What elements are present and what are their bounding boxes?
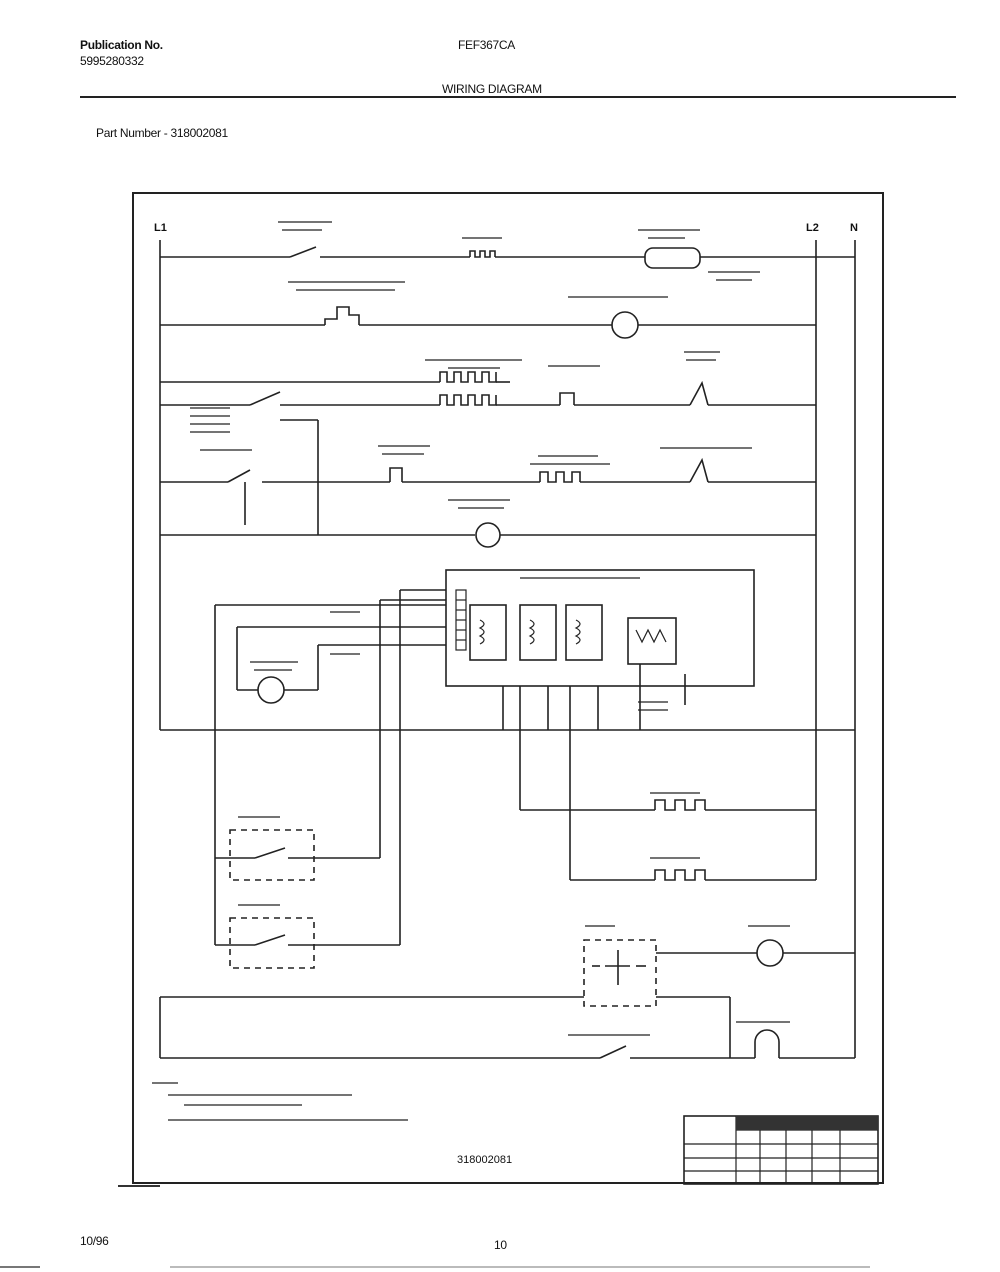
terminal-n: N: [850, 222, 858, 234]
part-number: Part Number - 318002081: [96, 126, 228, 140]
oven-lamp-circuit: [160, 1021, 855, 1059]
broil-bake-elements: [520, 792, 817, 881]
footer-page-number: 10: [494, 1238, 507, 1252]
oven-control-module: [445, 569, 755, 705]
publication-label: Publication No.: [80, 38, 163, 52]
footer-date: 10/96: [80, 1234, 109, 1248]
publication-number: 5995280332: [80, 54, 144, 68]
module-wiring: [160, 589, 855, 945]
row-motor-circuit: [160, 281, 816, 339]
terminal-l2: L2: [806, 222, 819, 234]
drawing-number: 318002081: [457, 1154, 512, 1166]
footer-rule: [0, 1266, 40, 1268]
lock-switches: [215, 816, 400, 969]
notes-block: [152, 1082, 408, 1121]
section-title: WIRING DIAGRAM: [442, 82, 542, 96]
switch-chart-table: [683, 1115, 879, 1185]
footer-rule-center: [170, 1266, 870, 1268]
diagram-frame: [132, 192, 884, 1184]
row-element-circuit: [160, 351, 816, 535]
header-rule: [80, 96, 956, 98]
row-broil-circuit: [160, 445, 816, 548]
terminal-l1: L1: [154, 222, 167, 234]
door-lock-section: [159, 925, 855, 1058]
model-number: FEF367CA: [458, 38, 515, 52]
row-lamp-circuit: [160, 221, 855, 281]
